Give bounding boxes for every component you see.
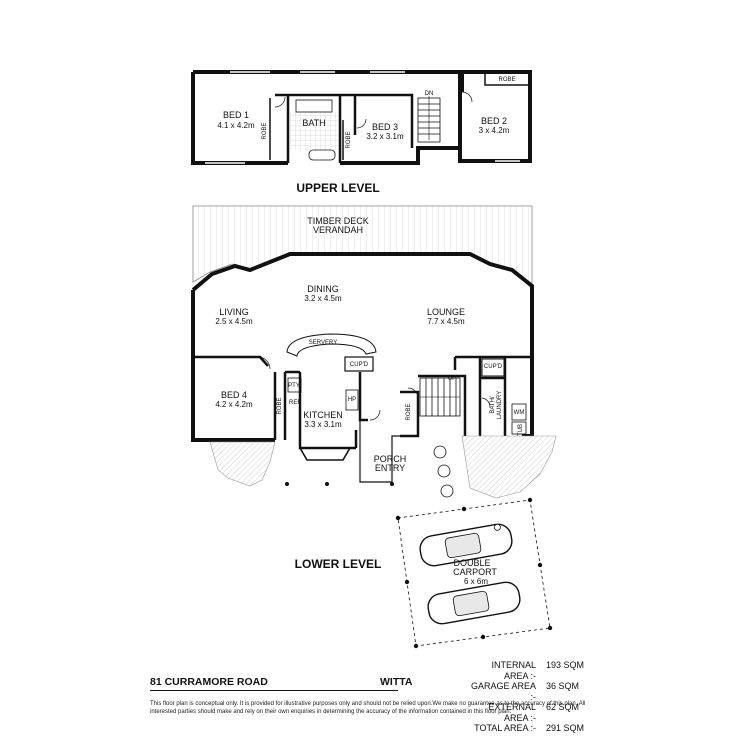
area-value: 36 SQM bbox=[546, 681, 580, 691]
area-value: 291 SQM bbox=[546, 723, 585, 733]
stair-down-label: DN bbox=[425, 91, 434, 97]
cupd-laundry-label: CUP'D bbox=[484, 364, 503, 370]
area-row: INTERNAL AREA :- 193 SQM bbox=[470, 660, 602, 681]
stair-up-label: UP bbox=[448, 376, 456, 382]
robe-bed4-label: ROBE bbox=[277, 397, 283, 414]
address-underline bbox=[150, 690, 398, 691]
property-suburb: WITTA bbox=[380, 676, 413, 688]
lounge-dims: 7.7 x 4.5m bbox=[427, 317, 465, 326]
robe-walls bbox=[269, 72, 530, 160]
bath-walls bbox=[275, 93, 357, 163]
porch-label-line1: PORCH bbox=[374, 454, 407, 464]
upper-stair bbox=[417, 96, 441, 143]
tub-label: TUB bbox=[518, 424, 524, 436]
laundry-tub bbox=[511, 421, 527, 435]
garden-shrub bbox=[433, 445, 447, 459]
carport-dims: 6 x 6m bbox=[464, 577, 488, 586]
bath-vanity bbox=[308, 149, 336, 161]
robe-bed1-label: ROBE bbox=[262, 122, 268, 139]
servery-label: SERVERY bbox=[309, 340, 337, 346]
bed3-label: BED 3 bbox=[372, 122, 398, 132]
bed3-walls bbox=[355, 93, 414, 148]
cupd-dining-label: CUP'D bbox=[350, 362, 369, 368]
bath-laundry-label-line2: LAUNDRY bbox=[497, 391, 503, 420]
robe-lower-label: ROBE bbox=[406, 403, 412, 420]
bed4-label: BED 4 bbox=[221, 390, 247, 400]
bed1-label: BED 1 bbox=[223, 110, 249, 120]
washing-machine bbox=[511, 403, 527, 421]
pantry-box bbox=[287, 377, 302, 393]
bed2-walls bbox=[458, 70, 532, 163]
lower-stair bbox=[419, 377, 461, 417]
bath-laundry-label-line1: BATH/ bbox=[490, 396, 496, 414]
bath-label: BATH bbox=[302, 118, 325, 128]
carport-posts bbox=[285, 482, 553, 649]
porch-label-line2: ENTRY bbox=[375, 463, 405, 473]
lounge-label: LOUNGE bbox=[427, 307, 465, 317]
area-label: TOTAL AREA :- bbox=[474, 723, 536, 733]
area-label: GARAGE AREA :- bbox=[470, 681, 536, 702]
hotplate-label: HP bbox=[348, 397, 356, 403]
dining-label: DINING bbox=[307, 284, 339, 294]
lower-level-title: LOWER LEVEL bbox=[295, 557, 382, 571]
pantry-label: PTY bbox=[288, 383, 300, 389]
bed3-dims: 3.2 x 3.1m bbox=[366, 132, 404, 141]
terrain-left bbox=[209, 441, 276, 487]
area-summary: INTERNAL AREA :- 193 SQM GARAGE AREA :- … bbox=[470, 660, 602, 734]
bed4-dims: 4.2 x 4.2m bbox=[215, 400, 253, 409]
bath-laundry-walls bbox=[400, 355, 532, 438]
lower-outer-walls bbox=[191, 252, 534, 442]
area-label: EXTERNAL AREA :- bbox=[488, 702, 536, 723]
garden-shrub bbox=[437, 464, 451, 478]
upper-windows bbox=[205, 71, 520, 164]
fridge-label: REF bbox=[289, 400, 301, 406]
washing-machine-label: WM bbox=[514, 410, 525, 416]
bed1-dims: 4.1 x 4.2m bbox=[217, 121, 255, 130]
kitchen-label: KITCHEN bbox=[303, 410, 343, 420]
servery-counter bbox=[286, 333, 377, 357]
carport-label-line1: DOUBLE bbox=[453, 558, 490, 568]
living-dims: 2.5 x 4.5m bbox=[215, 317, 253, 326]
disclaimer-text: This floor plan is conceptual only. It i… bbox=[150, 701, 586, 715]
kitchen-dims: 3.3 x 3.1m bbox=[304, 420, 342, 429]
robe-bed3-label: ROBE bbox=[346, 131, 352, 148]
property-address: 81 CURRAMORE ROAD bbox=[150, 676, 268, 688]
area-row: EXTERNAL AREA :- 62 SQM bbox=[470, 702, 602, 723]
bath-shower bbox=[295, 99, 333, 113]
upper-level-title: UPPER LEVEL bbox=[296, 181, 379, 195]
car-icon bbox=[419, 523, 513, 567]
terrain-right bbox=[461, 435, 557, 499]
garden-shrub bbox=[440, 484, 454, 498]
hotplate-box bbox=[345, 389, 359, 411]
area-row: TOTAL AREA :- 291 SQM bbox=[470, 723, 602, 734]
cupd-box-laundry bbox=[481, 358, 505, 377]
lower-door-swings bbox=[257, 356, 491, 421]
car-icon bbox=[427, 581, 521, 625]
area-row: GARAGE AREA :- 36 SQM bbox=[470, 681, 602, 702]
living-label: LIVING bbox=[219, 307, 249, 317]
bed2-dims: 3 x 4.2m bbox=[479, 126, 510, 135]
upper-level-plan bbox=[191, 70, 532, 165]
deck-label-line2: VERANDAH bbox=[313, 225, 363, 235]
lower-level-plan bbox=[191, 205, 557, 647]
bath-tiled-floor bbox=[290, 112, 338, 150]
carport-label-line2: CARPORT bbox=[453, 567, 497, 577]
robe-bed2-label: ROBE bbox=[498, 77, 515, 83]
area-value: 62 SQM bbox=[546, 702, 580, 712]
dining-dims: 3.2 x 4.5m bbox=[304, 294, 342, 303]
cupd-box-dining bbox=[344, 356, 374, 372]
bed2-label: BED 2 bbox=[481, 116, 507, 126]
kitchen-bay-window bbox=[299, 447, 351, 461]
upper-door-swings bbox=[274, 91, 473, 129]
deck-label-line1: TIMBER DECK bbox=[307, 216, 369, 226]
area-label: INTERNAL AREA :- bbox=[491, 660, 536, 681]
area-value: 193 SQM bbox=[546, 660, 585, 670]
